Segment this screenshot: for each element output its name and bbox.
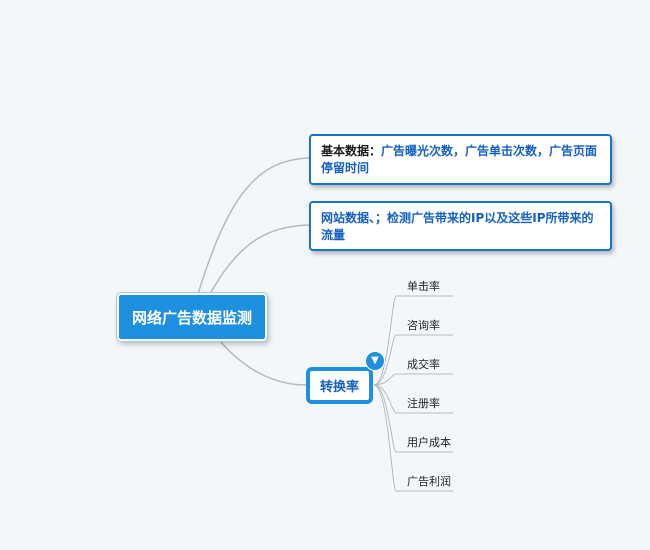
leaf-node[interactable]: 成交率	[407, 358, 440, 371]
leaf-node[interactable]: 用户成本	[407, 436, 451, 449]
connector-leaf-5	[373, 384, 453, 492]
root-label: 网络广告数据监测	[131, 308, 252, 327]
connector-leaf-0	[373, 295, 453, 386]
leaf-node[interactable]: 注册率	[407, 397, 440, 410]
branch-basic-data-lead: 基本数据：	[321, 144, 382, 158]
branch-conversion-rate[interactable]: 转换率	[306, 367, 373, 404]
connector-root-basic	[197, 157, 310, 295]
connector-leaf-4	[373, 384, 453, 453]
branch-website-data-text: 网站数据、；检测广告带来的IP以及这些IP所带来的流量	[321, 211, 594, 242]
root-node[interactable]: 网络广告数据监测	[117, 293, 267, 341]
conversion-label: 转换率	[319, 380, 359, 395]
connector-root-conversion	[219, 340, 307, 386]
collapse-toggle-icon[interactable]: ▼	[366, 352, 384, 370]
connector-leaf-1	[373, 334, 453, 386]
leaf-node[interactable]: 广告利润	[407, 475, 451, 488]
leaf-node[interactable]: 单击率	[407, 280, 440, 293]
branch-basic-data-text: 广告曝光次数，广告单击次数，广告页面停留时间	[321, 144, 598, 175]
connector-root-website	[209, 224, 310, 295]
leaf-node[interactable]: 咨询率	[407, 319, 440, 332]
branch-basic-data[interactable]: 基本数据：广告曝光次数，广告单击次数，广告页面停留时间	[309, 134, 612, 185]
connector-leaf-3	[373, 384, 453, 414]
connector-leaf-2	[373, 373, 453, 386]
branch-website-data[interactable]: 网站数据、；检测广告带来的IP以及这些IP所带来的流量	[309, 201, 612, 251]
